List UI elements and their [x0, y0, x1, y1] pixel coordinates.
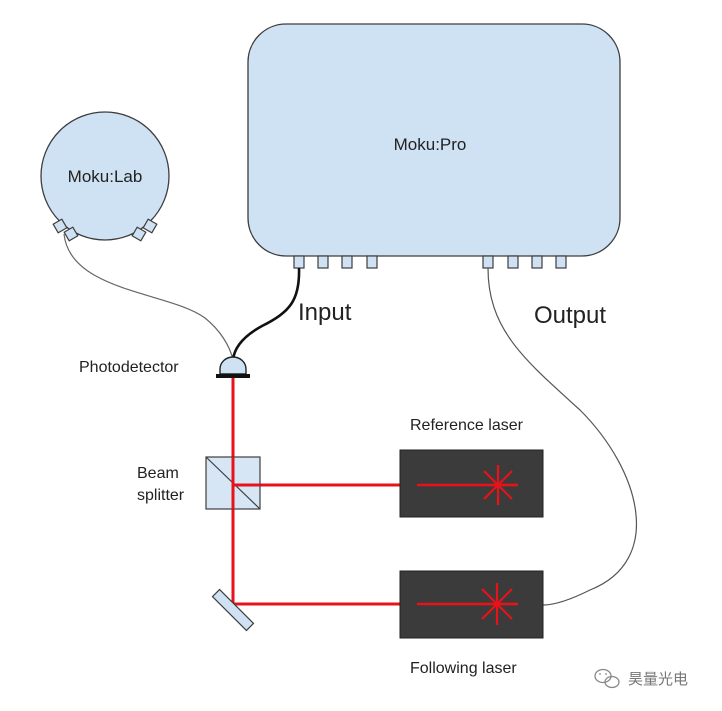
- output-port-1[interactable]: [482, 255, 494, 269]
- reference-laser: [399, 449, 544, 518]
- beam-splitter-label-line1: Beam: [137, 465, 179, 482]
- following-laser-star-icon: [476, 583, 518, 625]
- moku-lab-port-3[interactable]: [131, 226, 147, 242]
- photodetector: [216, 356, 250, 378]
- reference-laser-star-icon: [478, 465, 518, 505]
- output-port-3[interactable]: [531, 255, 543, 269]
- reference-laser-label: Reference laser: [410, 417, 524, 434]
- moku-lab-port-2[interactable]: [63, 226, 79, 242]
- input-cable: [231, 267, 301, 361]
- moku-pro-input-ports: [293, 255, 378, 269]
- moku-lab-cable: [63, 233, 234, 361]
- moku-pro-device: Moku:Pro: [247, 23, 621, 269]
- input-port-2[interactable]: [317, 255, 329, 269]
- output-label: Output: [534, 302, 606, 329]
- output-port-2[interactable]: [507, 255, 519, 269]
- output-port-4[interactable]: [555, 255, 567, 269]
- following-laser: [399, 570, 544, 639]
- input-label: Input: [298, 299, 352, 326]
- moku-pro-output-ports: [482, 255, 567, 269]
- mirror: [211, 588, 255, 632]
- watermark-text: 昊量光电: [628, 670, 688, 688]
- beam-splitter: [205, 456, 261, 510]
- input-port-4[interactable]: [366, 255, 378, 269]
- beam-splitter-label-line2: splitter: [137, 487, 185, 504]
- moku-pro-label: Moku:Pro: [394, 135, 467, 154]
- input-port-1[interactable]: [293, 255, 305, 269]
- input-port-3[interactable]: [341, 255, 353, 269]
- following-laser-label: Following laser: [410, 660, 517, 677]
- moku-lab-port-1[interactable]: [52, 218, 68, 234]
- moku-lab-port-4[interactable]: [142, 218, 158, 234]
- photodetector-label: Photodetector: [79, 359, 179, 376]
- moku-lab-label: Moku:Lab: [68, 167, 143, 186]
- output-cable: [487, 267, 637, 606]
- watermark: 昊量光电: [594, 668, 688, 689]
- moku-lab-device: Moku:Lab: [40, 111, 170, 242]
- wechat-icon: [594, 668, 620, 689]
